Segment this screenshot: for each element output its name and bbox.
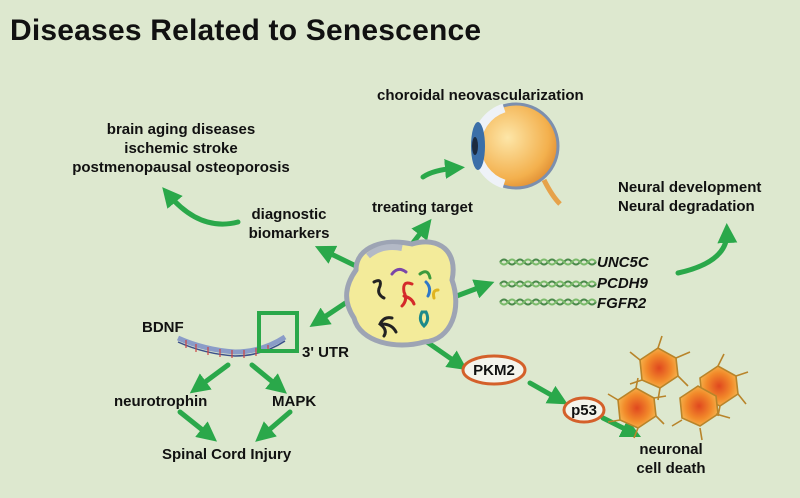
mrna-helix-icon [499,258,597,306]
label-osteoporosis: postmenopausal osteoporosis [72,159,290,176]
label-pcdh9: PCDH9 [597,275,648,292]
label-cell-death: cell death [636,460,706,477]
utr-highlight-box [257,311,299,353]
label-pkm2: PKM2 [473,362,515,379]
neuron-cells-icon [607,335,749,441]
pkm2-oval [461,354,527,386]
label-choroidal: choroidal neovascularization [377,87,584,104]
arrow-bdnf-to-neurotrophin [189,362,231,394]
label-spinal-cord-injury: Spinal Cord Injury [162,446,292,463]
eye-icon [471,102,562,206]
arrow-genes-to-neural [675,223,738,276]
label-fgfr2: FGFR2 [597,295,647,312]
label-3utr: 3' UTR [302,344,349,361]
arrow-cell-to-biomarkers [314,245,363,271]
arrow-bdnf-to-mapk [249,362,287,394]
label-treating-target: treating target [372,199,473,216]
label-biomarkers: biomarkers [248,225,330,242]
arrow-mapk-to-sci [255,409,293,442]
label-mapk: MAPK [272,393,317,410]
arrow-cell-to-pkm2 [424,339,468,371]
arrow-neurotrophin-to-sci [177,409,218,442]
arrow-p53-to-death [600,415,642,438]
label-diagnostic: diagnostic [251,206,327,223]
label-ischemic: ischemic stroke [124,140,238,157]
death-block: neuronal cell death [626,440,716,478]
bdnf-transcript-icon [176,311,299,358]
label-unc5c: UNC5C [597,254,649,271]
arrow-pkm2-to-p53 [527,380,568,405]
biomarker-block: diagnostic biomarkers [234,205,344,243]
neural-block: Neural development Neural degradation [618,178,761,216]
arrows [162,158,738,442]
p53-oval [562,396,606,424]
label-neurotrophin: neurotrophin [114,393,208,410]
circrna-cell-icon [344,239,459,348]
arrow-treating-to-eye [420,158,465,180]
arrow-cell-to-utr [309,299,350,327]
label-brain-aging: brain aging diseases [106,121,256,138]
label-neuronal: neuronal [639,441,703,458]
label-neural-degradation: Neural degradation [618,198,755,215]
disease-list: brain aging diseases ischemic stroke pos… [56,120,306,177]
label-neural-development: Neural development [618,179,762,196]
label-bdnf: BDNF [142,319,184,336]
arrow-biomarkers-to-diseases [162,187,241,227]
label-p53: p53 [571,402,597,419]
diagram-title: Diseases Related to Senescence [10,14,482,47]
